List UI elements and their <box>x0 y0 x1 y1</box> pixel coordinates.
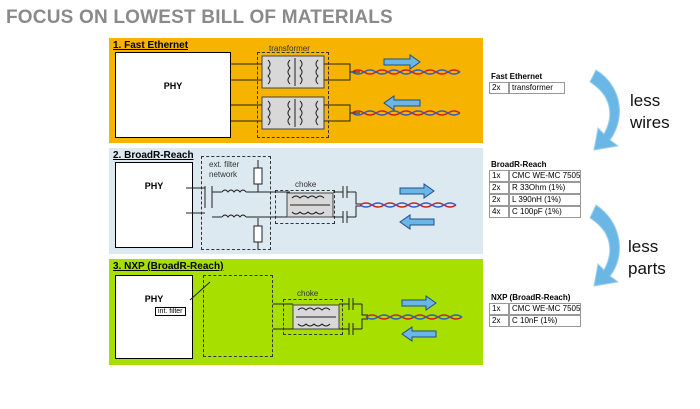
bom-part: C 100pF (1%) <box>509 206 581 218</box>
bom-qty: 2x <box>489 194 509 206</box>
bom-part: L 390nH (1%) <box>509 194 581 206</box>
arrow-left-icon <box>401 326 437 342</box>
bom-row: 2x transformer <box>489 82 565 94</box>
choke-group <box>275 190 335 224</box>
bom-row: 1x CMC WE-MC 7505 <box>489 303 581 315</box>
page-title: FOCUS ON LOWEST BILL OF MATERIALS <box>6 7 393 28</box>
side-label-line: less <box>630 91 661 110</box>
choke-group <box>283 299 343 335</box>
side-label-line: less <box>628 237 659 256</box>
bom-row: 2x R 33Ohm (1%) <box>489 182 581 194</box>
bom-part: R 33Ohm (1%) <box>509 182 581 194</box>
bom-part: CMC WE-MC 7505 <box>509 170 581 182</box>
bom-qty: 2x <box>489 182 509 194</box>
choke-label: choke <box>297 289 319 298</box>
phy-label: PHY <box>144 181 164 191</box>
phy-block: PHY <box>115 162 193 248</box>
bom-qty: 4x <box>489 206 509 218</box>
phy-filter-region <box>203 275 273 357</box>
bom-header: NXP (BroadR-Reach) <box>491 293 571 302</box>
choke-icon <box>286 192 334 218</box>
arrow-right-icon <box>399 183 435 199</box>
fast-ethernet-panel: 1. Fast Ethernet PHY transformer <box>109 38 483 143</box>
bom-row: 2x L 390nH (1%) <box>489 194 581 206</box>
curved-arrow-icon <box>589 69 620 151</box>
transformer-group <box>257 52 329 138</box>
arrow-right-icon <box>383 54 421 70</box>
bom-qty: 2x <box>489 315 509 327</box>
phy-block: PHY <box>115 52 231 138</box>
phy-label: PHY <box>163 81 183 91</box>
panel-title: 2. BroadR-Reach <box>113 150 194 161</box>
filter-network <box>193 160 290 250</box>
filter-label: network <box>209 170 238 179</box>
arrow-right-icon <box>401 295 437 311</box>
bom-row: 4x C 100pF (1%) <box>489 206 581 218</box>
panel-title: 1. Fast Ethernet <box>113 40 189 51</box>
side-label-parts: less parts <box>628 236 666 280</box>
transformer-icon <box>261 55 325 130</box>
wiring <box>186 187 193 214</box>
phy-block: PHY <box>115 275 193 359</box>
bom-qty: 1x <box>489 303 509 315</box>
curved-arrow-icon <box>589 204 620 287</box>
arrow-left-icon <box>383 95 421 111</box>
twisted-pair <box>351 69 461 116</box>
bom-header: BroadR-Reach <box>491 160 547 169</box>
filter-label: ext. filter <box>209 160 240 169</box>
bom-part: CMC WE-MC 7505 <box>509 303 581 315</box>
ext-filter-network <box>201 156 271 250</box>
bom-nxp: NXP (BroadR-Reach) 1x CMC WE-MC 7505 2x … <box>489 292 581 327</box>
wiring <box>189 281 293 330</box>
bom-header: Fast Ethernet <box>491 72 543 81</box>
bom-qty: 1x <box>489 170 509 182</box>
bom-row: 1x CMC WE-MC 7505 <box>489 170 581 182</box>
twisted-pair <box>359 202 457 208</box>
side-label-line: wires <box>630 113 670 132</box>
side-label-wires: less wires <box>630 90 670 134</box>
transformer-label: transformer <box>269 44 310 53</box>
bom-fast-ethernet: Fast Ethernet 2x transformer <box>489 71 565 94</box>
side-label-line: parts <box>628 259 666 278</box>
bom-broadr-reach: BroadR-Reach 1x CMC WE-MC 7505 2x R 33Oh… <box>489 159 581 218</box>
bom-row: 2x C 10nF (1%) <box>489 315 581 327</box>
capacitor-icon <box>333 186 362 223</box>
choke-label: choke <box>295 180 317 189</box>
choke-icon <box>292 304 340 330</box>
twisted-pair <box>365 314 463 320</box>
bom-part: transformer <box>509 82 565 94</box>
phy-label: PHY <box>144 294 164 304</box>
int-filter-box: int. filter <box>155 307 186 316</box>
capacitor-icon <box>339 298 368 335</box>
bom-qty: 2x <box>489 82 509 94</box>
arrow-left-icon <box>399 214 435 230</box>
panel-title: 3. NXP (BroadR-Reach) <box>113 261 224 272</box>
wiring <box>231 63 360 122</box>
bom-part: C 10nF (1%) <box>509 315 581 327</box>
